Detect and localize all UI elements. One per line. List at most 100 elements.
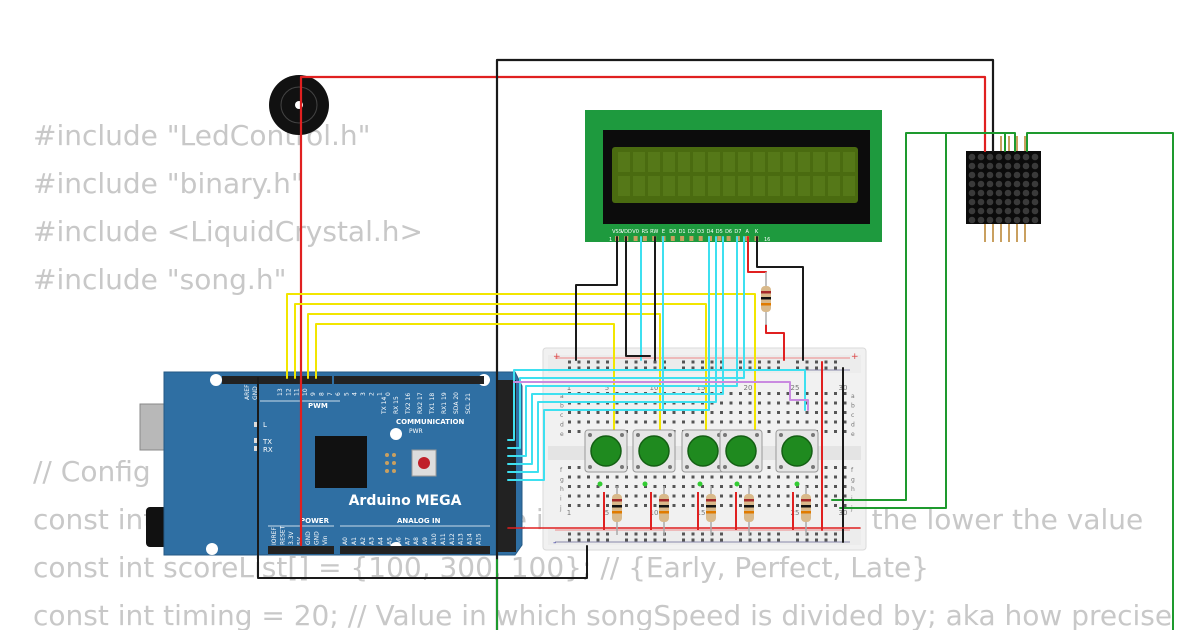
aref-label: AREF	[244, 384, 251, 400]
lcd-pin-label: A	[745, 229, 749, 235]
bb-row-letter: h	[560, 486, 564, 493]
wire-cyan-5	[507, 236, 717, 473]
bb-row-letter: a	[851, 393, 855, 400]
pin-label-comm: TX2 16	[405, 393, 412, 415]
pin-label-comm: TX1 18	[429, 393, 436, 415]
lcd-pin-label: RS	[642, 229, 649, 235]
wire-black-vo	[625, 236, 651, 357]
bb-plus-top: +	[553, 352, 561, 362]
pin-label-power: GND	[305, 531, 312, 545]
push-button-icon	[719, 429, 763, 473]
resistor-icon	[659, 486, 669, 535]
bb-row-letter: b	[851, 403, 855, 410]
pin-label-analog: A6	[395, 537, 402, 545]
bb-row-letter: g	[560, 477, 564, 484]
header-analog	[340, 546, 490, 554]
wire-red-buzzer	[299, 75, 987, 153]
bb-col-number: 5	[605, 384, 609, 392]
code-line: #include "binary.h"	[33, 167, 304, 200]
lcd-pin-label: D7	[734, 229, 741, 235]
wire-cyan-2	[507, 236, 745, 449]
bb-col-number: 25	[791, 509, 800, 517]
bb-col-number: 20	[744, 384, 753, 392]
bb-row-letter: c	[851, 412, 854, 419]
bb-col-number: 15	[697, 384, 706, 392]
pin-label-analog: A1	[351, 537, 358, 545]
pin-label-comm: RX 15	[393, 396, 400, 414]
wire-cyan-4	[507, 236, 724, 465]
lcd-pin-label: D5	[716, 229, 723, 235]
pin-label-analog: A12	[449, 533, 456, 545]
wire-yellow-3	[307, 313, 661, 431]
wire-yellow-1	[286, 293, 756, 431]
bb-col-number: 5	[605, 509, 609, 517]
green-pin-marker	[697, 481, 703, 487]
lcd-pin-label: D4	[706, 229, 713, 235]
pin-label-power: IOREF	[271, 527, 278, 545]
pin-label-analog: A2	[360, 537, 367, 545]
wire-black-k	[756, 236, 804, 361]
pin-label-digital: 7	[327, 392, 334, 396]
wire-violet	[513, 381, 809, 411]
push-button-icon	[632, 429, 676, 473]
header-side	[498, 380, 516, 552]
pin-label-power: 3.3V	[288, 530, 295, 545]
wire-green-1	[831, 132, 1016, 501]
lcd-pin-label: D3	[697, 229, 704, 235]
resistor-icon	[744, 486, 754, 535]
wires	[257, 58, 1174, 630]
lcd-pin-label: D6	[725, 229, 732, 235]
pin-label-digital: 11	[294, 388, 301, 396]
pin-label-comm: RX2 17	[417, 392, 424, 414]
pin-label-digital: 8	[319, 392, 326, 396]
green-pin-marker	[642, 481, 648, 487]
pin-label-digital: 4	[352, 392, 359, 396]
lcd-pin-last: 16	[764, 237, 770, 243]
bb-row-letter: d	[560, 422, 564, 429]
bb-row-letter: h	[851, 486, 855, 493]
wire-cyan-1	[507, 369, 806, 441]
pin-label-digital: 13	[277, 388, 284, 396]
pin-label-digital: 0	[385, 392, 392, 396]
bb-row-letter: i	[560, 496, 562, 503]
pin-label-comm: TX 14	[381, 397, 388, 416]
bb-row-letter: j	[559, 505, 562, 512]
bb-row-letter: c	[560, 412, 563, 419]
bb-minus-bottom: -	[553, 538, 556, 548]
button-resistors	[597, 481, 811, 535]
push-button-icon	[681, 429, 725, 473]
bb-plus-top-right: +	[851, 352, 859, 362]
pin-label-analog: A10	[431, 533, 438, 545]
green-pin-marker	[597, 481, 603, 487]
code-line: const int timing = 20; // Value in which…	[33, 599, 1173, 630]
lcd-pin-label: VDD	[621, 229, 632, 235]
resistor-icon	[706, 486, 716, 535]
pin-label-power: GND	[314, 531, 321, 545]
pin-label-digital: 10	[302, 388, 309, 396]
bb-row-letter: b	[560, 403, 564, 410]
code-line: #include <LiquidCrystal.h>	[33, 215, 423, 248]
code-line: // Config	[33, 455, 151, 488]
wire-cyan-6	[507, 236, 710, 481]
resistor-icon	[801, 486, 811, 535]
led-rx	[254, 446, 259, 451]
bb-col-number: 15	[697, 509, 706, 517]
led-matrix-icon	[966, 136, 1041, 242]
wire-yellow-2	[294, 303, 707, 431]
pin-label-digital: 5	[343, 392, 350, 396]
lcd-pin-label: E	[662, 229, 665, 235]
wire-black-gnd	[257, 377, 588, 579]
bb-col-number: 1	[567, 384, 571, 392]
bb-row-letter: f	[560, 467, 563, 474]
wire-green-3	[1026, 132, 1174, 630]
reset-button-cap	[418, 457, 430, 469]
pin-label-analog: A4	[378, 537, 385, 545]
bb-col-number: 10	[650, 509, 659, 517]
pin-label-analog: A8	[413, 537, 420, 545]
header-comm-top	[334, 376, 484, 384]
pin-label-analog: A3	[369, 537, 376, 545]
wire-red-a	[747, 236, 767, 273]
